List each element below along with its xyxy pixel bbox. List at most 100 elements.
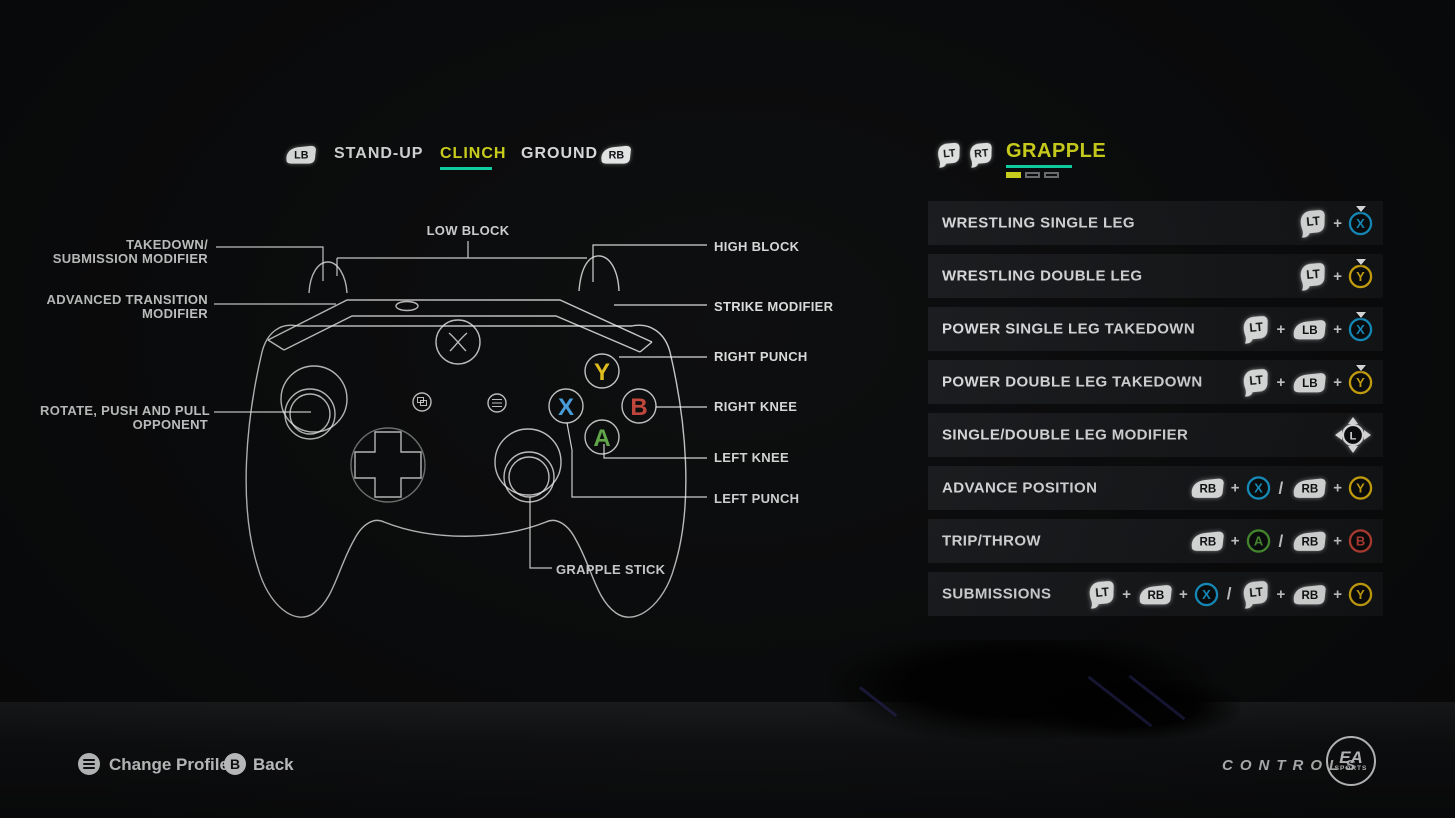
back-b-button-icon[interactable]: B bbox=[224, 753, 246, 775]
slash-separator: / bbox=[1278, 531, 1284, 550]
panel-title-underline bbox=[1006, 165, 1072, 168]
x-face-button-icon: X bbox=[1348, 311, 1373, 342]
rb-bumper-icon: RB bbox=[1291, 582, 1327, 607]
plus-separator: + bbox=[1333, 585, 1342, 603]
svg-text:RB: RB bbox=[1147, 588, 1164, 601]
plus-separator: + bbox=[1333, 373, 1342, 391]
lt-trigger-icon: LT bbox=[1084, 578, 1117, 611]
plus-separator: + bbox=[1276, 320, 1286, 338]
change-profile-menu-icon[interactable] bbox=[78, 753, 100, 775]
control-row-combo: LT + LB + Y bbox=[1238, 364, 1373, 399]
plus-separator: + bbox=[1333, 214, 1342, 232]
a-button-letter: A bbox=[593, 425, 610, 452]
label-takedown-submission-modifier: TAKEDOWN/ SUBMISSION MODIFIER bbox=[52, 237, 208, 266]
svg-text:LT: LT bbox=[1249, 320, 1264, 335]
control-row-combo: LT+RB+X/LT+RB+Y bbox=[1085, 579, 1373, 609]
control-row-label: WRESTLING SINGLE LEG bbox=[942, 214, 1136, 232]
page-indicator-rect[interactable] bbox=[1044, 172, 1059, 178]
x-face-button-icon: X bbox=[1194, 582, 1219, 607]
control-row-label: SUBMISSIONS bbox=[942, 585, 1052, 603]
plus-separator: + bbox=[1276, 585, 1286, 603]
b-button-outline bbox=[621, 388, 657, 424]
x-face-button-icon: X bbox=[1246, 476, 1271, 501]
change-profile-label[interactable]: Change Profile bbox=[109, 755, 229, 774]
label-strike-modifier: STRIKE MODIFIER bbox=[714, 299, 834, 314]
label-advanced-transition-modifier: ADVANCED TRANSITION MODIFIER bbox=[46, 292, 208, 321]
lb-bumper-icon: LB bbox=[1291, 370, 1327, 395]
plus-separator: + bbox=[1333, 532, 1342, 550]
label-low-block: LOW BLOCK bbox=[426, 223, 510, 238]
svg-text:RB: RB bbox=[1302, 588, 1319, 601]
lt-trigger-icon: LT bbox=[1295, 207, 1328, 240]
dpad-cross bbox=[354, 431, 422, 498]
lt-trigger-icon: LT bbox=[1238, 313, 1271, 346]
right-trigger-outline bbox=[578, 255, 620, 292]
lb-bumper-icon[interactable]: LB bbox=[284, 142, 317, 172]
tab-stand-up[interactable]: STAND-UP bbox=[334, 145, 424, 162]
tab-clinch[interactable]: CLINCH bbox=[440, 145, 507, 162]
y-button-outline bbox=[584, 353, 620, 389]
tab-ground[interactable]: GROUND bbox=[521, 145, 599, 162]
rb-bumper-icon: RB bbox=[1189, 529, 1225, 554]
x-button-letter: X bbox=[558, 394, 574, 421]
label-right-punch: RIGHT PUNCH bbox=[714, 349, 808, 364]
xbox-logo-icon bbox=[435, 319, 481, 365]
control-row-combo: RB+X/RB+Y bbox=[1189, 476, 1373, 501]
plus-separator: + bbox=[1276, 373, 1286, 391]
rb-bumper-icon: RB bbox=[1291, 476, 1327, 501]
y-button-letter: Y bbox=[594, 359, 610, 386]
right-stick-outline bbox=[494, 428, 562, 496]
left-stick-outline bbox=[280, 365, 348, 433]
page-indicator-rect[interactable] bbox=[1025, 172, 1040, 178]
control-row-label: ADVANCE POSITION bbox=[942, 479, 1098, 497]
svg-text:L: L bbox=[1350, 431, 1357, 443]
svg-text:X: X bbox=[1356, 322, 1365, 337]
rb-bumper-icon[interactable]: RB bbox=[599, 142, 632, 172]
back-label[interactable]: Back bbox=[253, 755, 294, 774]
plus-separator: + bbox=[1230, 532, 1240, 550]
svg-text:LT: LT bbox=[1249, 585, 1264, 600]
lt-trigger-icon: LT bbox=[1238, 366, 1271, 399]
svg-text:RB: RB bbox=[609, 150, 625, 162]
svg-text:B: B bbox=[1356, 534, 1365, 549]
svg-text:A: A bbox=[1253, 534, 1263, 549]
plus-separator: + bbox=[1333, 479, 1342, 497]
page-indicator[interactable] bbox=[1006, 172, 1059, 178]
rb-bumper-icon: RB bbox=[1291, 529, 1327, 554]
control-row-combo: LT+Y bbox=[1296, 258, 1373, 291]
page-indicator-rect[interactable] bbox=[1006, 172, 1021, 178]
slash-separator: / bbox=[1226, 584, 1232, 603]
a-face-button-icon: A bbox=[1246, 529, 1271, 554]
y-face-button-icon: Y bbox=[1348, 364, 1373, 395]
panel-title: GRAPPLE bbox=[1006, 140, 1107, 162]
plus-separator: + bbox=[1178, 585, 1188, 603]
control-row-label: SINGLE/DOUBLE LEG MODIFIER bbox=[942, 426, 1189, 444]
y-face-button-icon: Y bbox=[1348, 476, 1373, 501]
label-high-block: HIGH BLOCK bbox=[714, 239, 800, 254]
lt-trigger-icon[interactable]: LT bbox=[933, 140, 964, 174]
ea-sports-logo: EA SPORTS bbox=[1326, 736, 1376, 786]
svg-text:LT: LT bbox=[1249, 373, 1264, 388]
svg-text:RB: RB bbox=[1199, 535, 1216, 548]
svg-text:RB: RB bbox=[1302, 535, 1319, 548]
active-tab-underline bbox=[440, 167, 492, 170]
rt-trigger-icon[interactable]: RT bbox=[965, 140, 996, 174]
label-left-knee: LEFT KNEE bbox=[714, 450, 789, 465]
control-row-combo: LT+X bbox=[1295, 205, 1373, 240]
svg-text:LT: LT bbox=[1095, 585, 1110, 600]
svg-text:LT: LT bbox=[1306, 267, 1321, 282]
menu-button-icon bbox=[487, 393, 507, 413]
svg-text:LB: LB bbox=[1302, 376, 1317, 389]
b-button-letter: B bbox=[630, 394, 647, 421]
label-grapple-stick: GRAPPLE STICK bbox=[556, 562, 666, 577]
plus-separator: + bbox=[1333, 267, 1342, 285]
hold-direction-marker bbox=[1355, 205, 1366, 212]
controller-diagram: Y X B A bbox=[214, 241, 707, 618]
left-trigger-outline bbox=[308, 261, 348, 294]
hold-direction-marker bbox=[1355, 311, 1366, 318]
